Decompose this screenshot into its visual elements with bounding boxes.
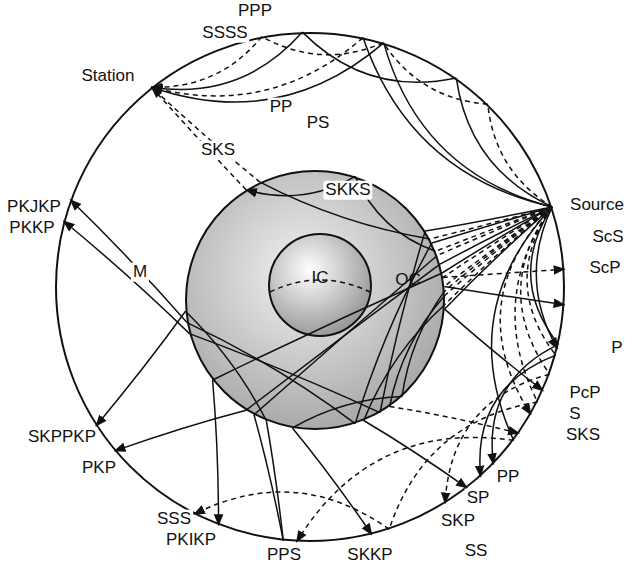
inner-core-circle: IC <box>268 233 372 337</box>
phase-label: PcP <box>567 384 602 403</box>
phase-label: PPP <box>236 2 274 21</box>
phase-label: PP <box>268 98 295 117</box>
phase-label: SSSS <box>200 24 249 43</box>
phase-label: S <box>567 405 582 424</box>
phase-label: SKS <box>199 141 237 160</box>
phase-label: PP <box>495 468 522 487</box>
phase-label: PKIKP <box>164 531 218 550</box>
circle-outline <box>55 32 565 542</box>
phase-label: PKKP <box>7 219 56 238</box>
outer-core-circle: OC IC <box>185 170 445 430</box>
phase-label: SKKP <box>345 546 394 565</box>
phase-label: SS <box>463 542 490 561</box>
phase-label: SSS <box>155 510 193 529</box>
phase-label: ScS <box>590 228 625 247</box>
region-label: OC <box>393 271 423 290</box>
phase-label: SKP <box>439 512 477 531</box>
phase-label: Source <box>568 196 626 215</box>
region-label: IC <box>310 269 331 288</box>
mantle-circle: M OC IC <box>55 32 565 542</box>
circle-outline <box>185 170 445 430</box>
phase-label: P <box>609 339 624 358</box>
phase-label: PS <box>305 114 332 133</box>
phase-label: PKP <box>80 459 118 478</box>
phase-label: Station <box>80 67 137 86</box>
phase-label: PKJKP <box>5 198 63 217</box>
phase-label: ScP <box>587 259 622 278</box>
phase-label: PPS <box>265 546 303 565</box>
region-label: M <box>131 263 149 282</box>
phase-label: SKPPKP <box>26 428 98 447</box>
phase-label: SKS <box>564 426 602 445</box>
phase-label: SKKS <box>323 181 372 200</box>
phase-label: SP <box>465 489 492 508</box>
